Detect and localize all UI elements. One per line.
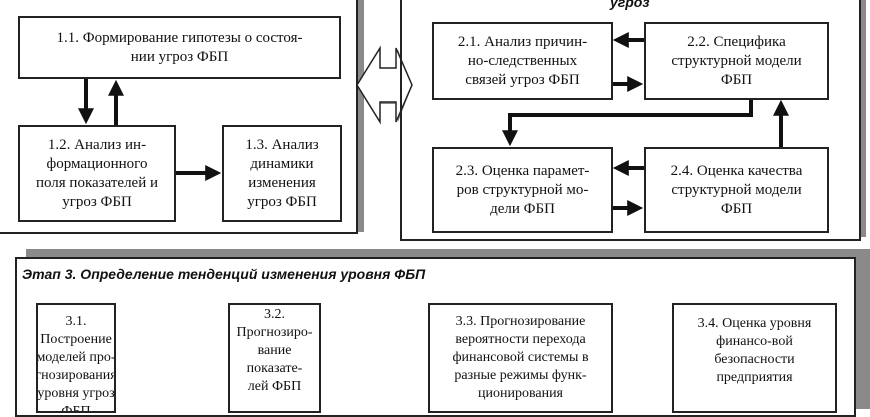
box-2-1: 2.1. Анализ причин-но-следственных связе… bbox=[432, 22, 613, 100]
stage2-shadow bbox=[859, 0, 866, 237]
box-3-3: 3.3. Прогнозирование вероятности переход… bbox=[428, 303, 613, 413]
box-1-2: 1.2. Анализ ин-формационного поля показа… bbox=[18, 125, 176, 222]
box-1-3: 1.3. Анализ динамики изменения угроз ФБП bbox=[222, 125, 342, 222]
box-2-3: 2.3. Оценка парамет-ров структурной мо-д… bbox=[432, 147, 613, 233]
box-2-4: 2.4. Оценка качества структурной модели … bbox=[644, 147, 829, 233]
stage2-title: угроз bbox=[610, 0, 650, 10]
box-3-2: 3.2. Прогнозиро-вание показате-лей ФБП bbox=[228, 303, 321, 413]
connector-arrows bbox=[78, 32, 789, 365]
stage1-shadow bbox=[357, 0, 364, 232]
stage3-title: Этап 3. Определение тенденций изменения … bbox=[22, 266, 426, 282]
box-2-2: 2.2. Специфика структурной модели ФБП bbox=[644, 22, 829, 100]
stage2-panel bbox=[400, 0, 861, 241]
box-1-1: 1.1. Формирование гипотезы о состоя-нии … bbox=[18, 16, 341, 79]
box-3-1: 3.1. Построение моделей про-гнозирования… bbox=[36, 303, 116, 413]
box-3-4: 3.4. Оценка уровня финансо-вой безопасно… bbox=[672, 303, 837, 413]
arrow-2-2-to-2-3 bbox=[502, 99, 753, 147]
